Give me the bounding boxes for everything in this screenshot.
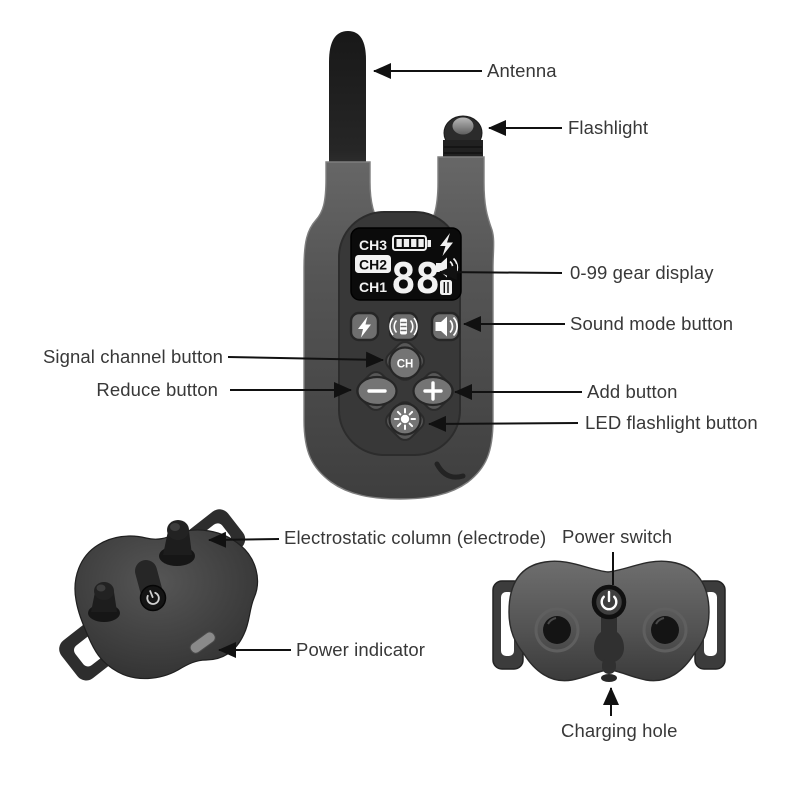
signal-channel-button: CH [388,346,422,380]
label-charging-hole: Charging hole [561,720,678,741]
label-reduce: Reduce button [96,379,218,400]
label-signal-channel: Signal channel button [42,346,223,367]
power-icon [146,590,160,605]
remote-transmitter: CH3 CH2 CH1 88 [303,31,495,500]
callout-arrows [208,63,619,716]
power-button [139,584,167,612]
label-power-indicator: Power indicator [296,639,426,660]
collar-receiver-tilted [59,509,259,681]
arrow-led-flashlight [428,415,579,432]
power-indicator-window [189,631,216,654]
lcd-ch2: CH2 [359,257,387,273]
label-led-flashlight: LED flashlight button [585,412,758,433]
electrode-base [642,607,688,653]
charging-hole-notch [601,674,617,682]
electrode-column [88,582,120,622]
flashlight-icon [394,408,416,430]
shock-mode-button [349,311,380,342]
antenna-shape [329,31,366,190]
vibration-mode-button [388,311,419,342]
lcd-gear-value: 88 [391,254,440,303]
led-flashlight-button [388,402,422,436]
lcd-ch1: CH1 [359,279,387,295]
plus-icon [423,381,443,401]
label-antenna: Antenna [487,60,557,81]
label-power-switch: Power switch [562,526,673,547]
power-switch-plate [135,560,167,612]
electrode-column [159,520,195,566]
collar-receiver-front [492,560,726,682]
add-button [412,375,454,407]
lanyard-slot [434,461,466,480]
reduce-button [356,375,398,407]
label-electrode: Electrostatic column (electrode) [284,527,547,548]
arrow-electrode [208,531,280,548]
arrow-gear-display [439,264,563,281]
ch-button-label: CH [397,359,414,371]
charging-channel-tip [602,658,616,674]
vibration-icon [440,280,452,295]
lcd-display: CH3 CH2 CH1 88 [350,227,462,303]
flashlight-lens [452,117,474,135]
shock-icon [358,316,371,338]
battery-icon [392,235,431,251]
label-flashlight: Flashlight [568,117,649,138]
lcd-ch3: CH3 [359,237,387,253]
label-add: Add button [587,381,678,402]
shock-icon [440,233,453,256]
arrow-signal-channel [227,351,384,368]
power-switch-button [591,584,627,620]
vibration-icon [389,317,418,336]
charging-channel [594,613,624,663]
flashlight-shape [443,115,483,168]
lcd-ch2-box [355,255,391,273]
power-icon [600,590,618,611]
label-gear-display: 0-99 gear display [570,262,714,283]
sound-icon [435,316,458,337]
label-sound-mode: Sound mode button [570,313,734,334]
electrode-base [534,607,580,653]
sound-mode-button [430,311,461,342]
